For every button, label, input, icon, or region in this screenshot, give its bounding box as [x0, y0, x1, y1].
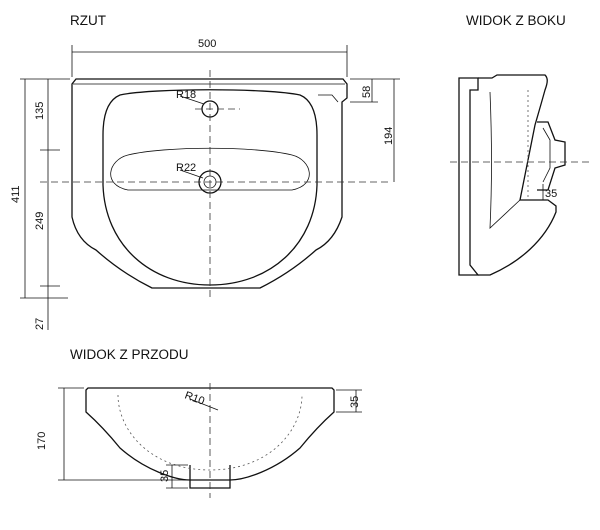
depth-front-label: 135: [34, 102, 46, 120]
width-label: 500: [198, 38, 216, 50]
depth-bottom-label: 27: [34, 318, 46, 330]
overflow-depth-label: 194: [383, 127, 395, 145]
front-inner-bowl: [117, 394, 303, 471]
side-inner-bowl: [489, 91, 521, 229]
front-drain-label: 35: [159, 470, 171, 482]
side-basin-body: [478, 74, 557, 276]
side-back-wall: [458, 77, 480, 276]
drain-radius-leader: [179, 169, 204, 179]
plan-view: R18 R22 500 411 135 249 27 58 194: [10, 38, 400, 330]
front-rim-label: 35: [349, 396, 361, 408]
side-drain-label: 35: [545, 188, 557, 200]
drain-radius-label: R22: [176, 162, 196, 174]
tap-radius-leader: [179, 95, 205, 105]
front-radius-label: R10: [183, 390, 206, 408]
tap-radius-label: R18: [176, 89, 196, 101]
plan-drain-recess: [110, 147, 310, 191]
front-view: R10 170 35 35: [36, 383, 362, 498]
plan-overflow-marker: [318, 94, 339, 103]
depth-mid-label: 249: [34, 212, 46, 230]
side-view-title: WIDOK Z BOKU: [466, 13, 566, 28]
side-drain-inner: [542, 127, 551, 183]
side-view: 35: [450, 74, 590, 276]
total-depth-label: 411: [10, 185, 22, 203]
plan-outer-outline: [71, 78, 348, 289]
side-drain-spout: [537, 121, 566, 191]
plan-view-title: RZUT: [70, 13, 106, 28]
plan-inner-bowl: [102, 89, 318, 286]
front-view-title: WIDOK Z PRZODU: [70, 347, 189, 362]
front-radius-leader: [189, 398, 219, 411]
rim-label: 58: [361, 86, 373, 98]
front-height-label: 170: [36, 432, 48, 450]
